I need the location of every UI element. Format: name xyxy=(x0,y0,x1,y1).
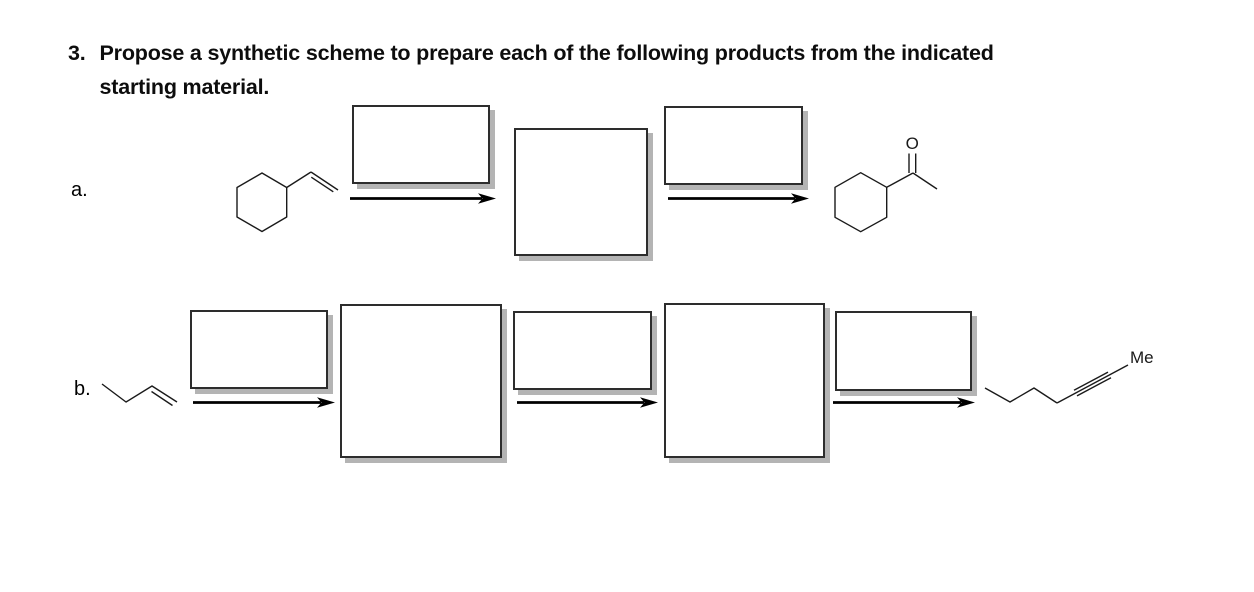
cyclohexane-ring xyxy=(834,172,888,233)
alkyne-parallel-line-lower xyxy=(1076,377,1112,397)
molecule-2-heptyne: Me xyxy=(984,348,1154,404)
answer-box-a-reagent-2[interactable] xyxy=(664,106,803,185)
cyclohexane-ring xyxy=(236,172,288,233)
vinyl-double-bond-line1 xyxy=(310,171,339,191)
alkene-double-bond-line2 xyxy=(151,390,173,407)
reaction-arrow-a1 xyxy=(350,193,496,204)
answer-box-b-reagent-3[interactable] xyxy=(835,311,972,391)
reaction-arrow-b3 xyxy=(833,397,975,408)
answer-box-b-intermediate-2[interactable] xyxy=(664,303,825,458)
answer-box-a-intermediate[interactable] xyxy=(514,128,648,256)
chain-bonds xyxy=(101,383,178,403)
ring-to-carbonyl-bond xyxy=(886,172,914,188)
molecule-acetylcyclohexane: O xyxy=(834,134,938,233)
question-number: 3. xyxy=(68,41,86,65)
arrow-head xyxy=(791,193,809,204)
question-title-line2: starting material. xyxy=(99,75,270,99)
reaction-arrow-b1 xyxy=(193,397,335,408)
question-header: 3. Propose a synthetic scheme to prepare… xyxy=(68,36,994,104)
vinyl-double-bond-line2 xyxy=(310,176,334,193)
reaction-arrow-a2 xyxy=(668,193,809,204)
reaction-arrow-b2 xyxy=(517,397,658,408)
answer-box-b-reagent-2[interactable] xyxy=(513,311,652,390)
molecule-1-butene xyxy=(101,383,178,407)
arrow-head xyxy=(640,397,658,408)
alkyne-parallel-line-upper xyxy=(1073,371,1109,391)
question-title-line1: Propose a synthetic scheme to prepare ea… xyxy=(99,41,994,65)
oxygen-atom-label: O xyxy=(906,134,919,153)
vinyl-single-bond xyxy=(286,171,312,189)
question-title: Propose a synthetic scheme to prepare ea… xyxy=(100,36,994,104)
arrow-head xyxy=(957,397,975,408)
chain-bonds xyxy=(984,387,1058,404)
alkyne-center-line xyxy=(1056,364,1129,404)
answer-box-b-reagent-1[interactable] xyxy=(190,310,328,389)
answer-box-a-reagent-1[interactable] xyxy=(352,105,490,184)
part-b-label: b. xyxy=(74,378,91,400)
methyl-bond xyxy=(912,172,938,190)
part-a-label: a. xyxy=(71,179,88,201)
answer-box-b-intermediate-1[interactable] xyxy=(340,304,502,458)
arrow-head xyxy=(478,193,496,204)
methyl-group-label: Me xyxy=(1130,348,1154,367)
molecule-vinylcyclohexane xyxy=(236,171,339,233)
arrow-head xyxy=(317,397,335,408)
